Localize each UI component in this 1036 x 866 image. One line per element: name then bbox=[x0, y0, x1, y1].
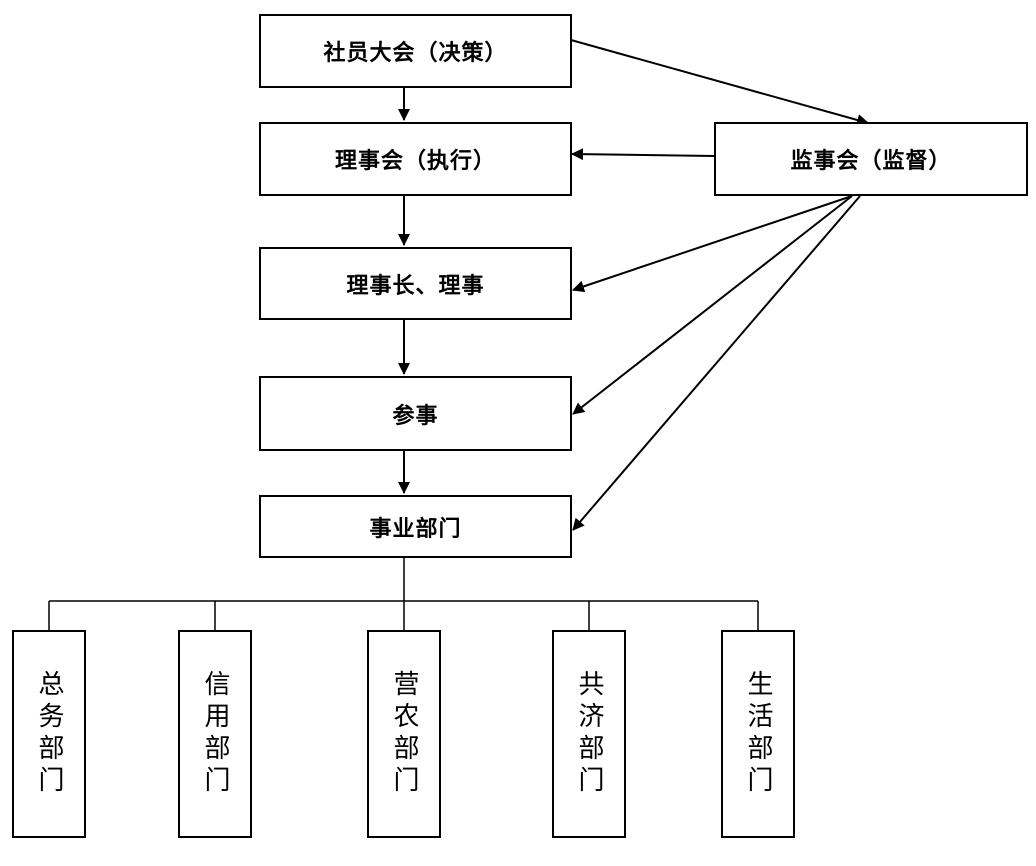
node-supervisory: 监事会（监督） bbox=[714, 122, 1028, 196]
node-counselors-label: 参事 bbox=[392, 403, 439, 429]
arrow-supervisory-to-counselors bbox=[572, 195, 853, 415]
node-board-label: 理事会（执行） bbox=[334, 149, 496, 174]
dept-mutual-aid-label: 共济部门 bbox=[574, 670, 604, 798]
node-assembly-label: 社员大会（决策） bbox=[323, 41, 508, 66]
dept-living-label: 生活部门 bbox=[743, 670, 773, 798]
arrow-supervisory-to-board bbox=[571, 148, 715, 161]
dept-mutual-aid: 共济部门 bbox=[552, 630, 626, 838]
dept-general-affairs: 总务部门 bbox=[12, 630, 86, 838]
node-directors-label: 理事长、理事 bbox=[346, 273, 485, 299]
node-supervisory-label: 监事会（监督） bbox=[790, 149, 952, 174]
arrow-supervisory-to-directors bbox=[572, 195, 853, 293]
node-directors: 理事长、理事 bbox=[259, 247, 572, 320]
dept-credit: 信用部门 bbox=[178, 630, 252, 838]
dept-farming: 营农部门 bbox=[367, 630, 441, 838]
arrow-supervisory-to-business bbox=[572, 195, 861, 531]
node-business: 事业部门 bbox=[259, 495, 572, 558]
dept-general-affairs-label: 总务部门 bbox=[34, 670, 64, 798]
dept-living: 生活部门 bbox=[721, 630, 795, 838]
node-counselors: 参事 bbox=[259, 376, 572, 451]
node-assembly: 社员大会（决策） bbox=[259, 14, 572, 88]
dept-farming-label: 营农部门 bbox=[389, 670, 419, 798]
dept-credit-label: 信用部门 bbox=[200, 670, 230, 798]
node-board: 理事会（执行） bbox=[259, 122, 572, 196]
node-business-label: 事业部门 bbox=[369, 516, 462, 542]
arrow-assembly-to-supervisory bbox=[570, 39, 869, 126]
